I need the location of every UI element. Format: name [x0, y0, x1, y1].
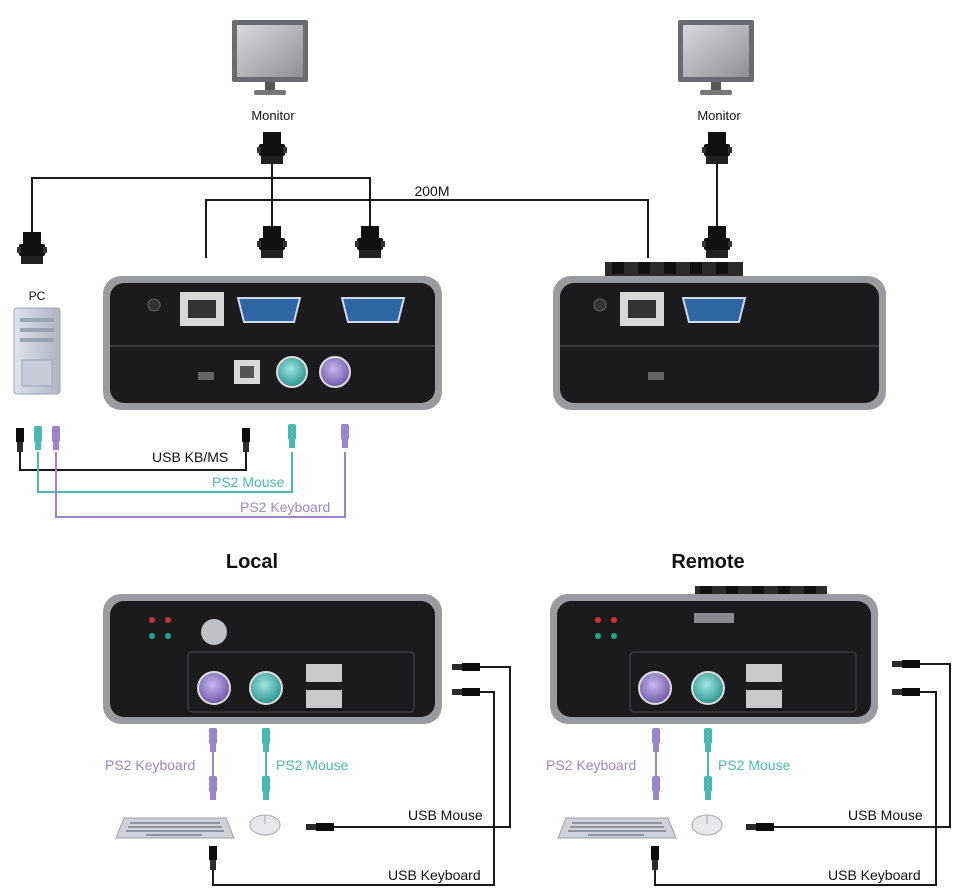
local-unit-rear — [103, 276, 442, 410]
remote-usb-keyboard-label: USB Keyboard — [828, 867, 921, 883]
video-cables — [31, 164, 718, 258]
monitor-right-label: Monitor — [697, 108, 741, 123]
power-jack-icon — [593, 298, 607, 312]
remote-usb-mouse-label: USB Mouse — [848, 807, 923, 823]
vga-connector-icon — [702, 132, 732, 164]
local-usb-keyboard-label: USB Keyboard — [388, 867, 481, 883]
usb-plug-icon — [892, 688, 920, 696]
remote-unit-rear — [553, 262, 886, 410]
local-usb-mouse-label: USB Mouse — [408, 807, 483, 823]
usb-plug-icon — [892, 660, 920, 668]
usb-port-icon — [306, 664, 342, 682]
local-ps2-keyboard-label: PS2 Keyboard — [105, 757, 195, 773]
power-jack-icon — [147, 298, 161, 312]
vga-connector-icon — [355, 226, 385, 258]
mini-usb-port-icon — [648, 372, 664, 380]
monitor-icon — [232, 20, 308, 95]
vga-connector-icon — [702, 226, 732, 258]
usb-kbms-label: USB KB/MS — [152, 449, 228, 465]
local-peripheral-cables — [209, 663, 511, 886]
distance-label: 200M — [414, 183, 449, 199]
ps2-plug-icon — [34, 426, 42, 450]
usb-plug-icon — [746, 823, 774, 831]
pc-cables — [16, 424, 349, 518]
ps2-port-icon — [276, 356, 308, 388]
ps2-plug-icon — [341, 424, 349, 448]
ps2-plug-icon — [52, 426, 60, 450]
remote-peripheral-cables — [651, 660, 951, 886]
ps2-port-icon — [691, 671, 725, 705]
keyboard-icon — [115, 817, 235, 839]
usb-port-icon — [746, 690, 782, 708]
ps2-port-icon — [638, 671, 672, 705]
local-heading: Local — [226, 551, 278, 573]
mini-usb-port-icon — [198, 372, 214, 380]
vga-connector-icon — [17, 232, 47, 264]
vga-port-icon — [340, 297, 406, 323]
mouse-icon — [249, 814, 281, 836]
remote-ps2-keyboard-label: PS2 Keyboard — [546, 757, 636, 773]
usb-plug-icon — [452, 663, 480, 671]
vga-connector-icon — [257, 226, 287, 258]
usb-plug-icon — [651, 846, 659, 870]
monitor-left — [232, 20, 308, 95]
vga-connector-icon — [257, 132, 287, 164]
usb-plug-icon — [209, 846, 217, 870]
usb-plug-icon — [306, 823, 334, 831]
local-ps2-mouse-label: PS2 Mouse — [276, 757, 349, 773]
ps2-mouse-label: PS2 Mouse — [212, 474, 285, 490]
ps2-port-icon — [319, 356, 351, 388]
monitor-left-label: Monitor — [251, 108, 295, 123]
monitor-right — [678, 20, 754, 95]
usb-plug-icon — [242, 428, 250, 452]
usb-plug-icon — [452, 688, 480, 696]
vga-port-icon — [681, 297, 747, 323]
ps2-port-icon — [249, 671, 283, 705]
mouse-icon — [691, 814, 723, 836]
remote-unit-front — [550, 586, 878, 724]
vga-port-icon — [236, 297, 302, 323]
monitor-icon — [678, 20, 754, 95]
remote-heading: Remote — [671, 551, 744, 573]
local-unit-front — [103, 594, 442, 724]
usb-port-icon — [306, 690, 342, 708]
ps2-plug-icon — [288, 424, 296, 448]
pc-label: PC — [29, 289, 46, 303]
ps2-keyboard-label: PS2 Keyboard — [240, 499, 330, 515]
keyboard-icon — [557, 817, 677, 839]
usb-plug-icon — [16, 428, 24, 452]
pc-tower-icon — [13, 307, 61, 395]
knob-icon — [201, 619, 227, 645]
ps2-port-icon — [197, 671, 231, 705]
usb-port-icon — [746, 664, 782, 682]
remote-ps2-mouse-label: PS2 Mouse — [718, 757, 791, 773]
